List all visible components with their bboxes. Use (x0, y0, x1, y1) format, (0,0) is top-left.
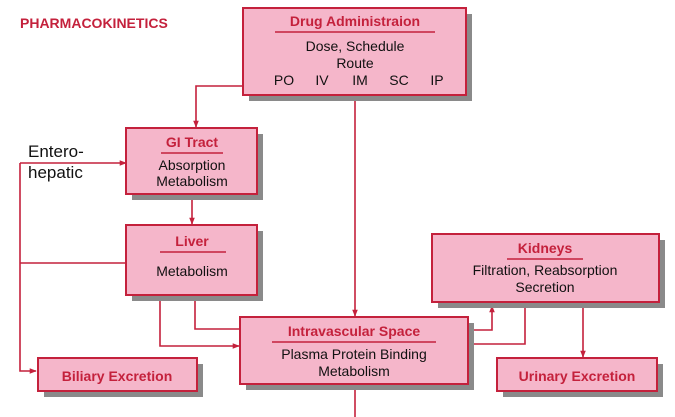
box-drug-administration: Drug Administraion Dose, Schedule Route … (242, 7, 472, 101)
kidneys-line1: Filtration, Reabsorption (473, 262, 618, 278)
route-iv: IV (315, 72, 329, 88)
enterohepatic-label-line1: Entero- (28, 142, 84, 161)
box-intravascular-space: Intravascular Space Plasma Protein Bindi… (239, 316, 474, 390)
route-sc: SC (389, 72, 408, 88)
drug-administration-line2: Route (336, 55, 374, 71)
box-urinary-excretion: Urinary Excretion (496, 357, 663, 397)
route-po: PO (274, 72, 294, 88)
biliary-excretion-label: Biliary Excretion (62, 368, 173, 384)
route-im: IM (352, 72, 368, 88)
connector-liver-to-intravascular (159, 300, 240, 349)
drug-administration-heading: Drug Administraion (290, 13, 420, 29)
kidneys-line2: Secretion (515, 279, 574, 295)
connector-drug-to-gi (193, 85, 243, 128)
urinary-excretion-label: Urinary Excretion (519, 368, 636, 384)
liver-line1: Metabolism (156, 263, 228, 279)
gi-tract-line1: Absorption (159, 157, 226, 173)
connector-intravascular-to-kidneys (466, 305, 495, 331)
box-gi-tract: GI Tract Absorption Metabolism (125, 127, 263, 200)
box-biliary-excretion: Biliary Excretion (37, 357, 203, 397)
route-ip: IP (430, 72, 443, 88)
enterohepatic-label-line2: hepatic (28, 163, 83, 182)
intravascular-line1: Plasma Protein Binding (281, 346, 427, 362)
gi-tract-heading: GI Tract (166, 134, 218, 150)
intravascular-line2: Metabolism (318, 363, 390, 379)
intravascular-heading: Intravascular Space (288, 323, 421, 339)
liver-heading: Liver (175, 233, 209, 249)
gi-tract-line2: Metabolism (156, 173, 228, 189)
kidneys-heading: Kidneys (518, 240, 573, 256)
drug-administration-line1: Dose, Schedule (306, 38, 405, 54)
connector-kidneys-to-intravascular (474, 302, 526, 345)
connector-enterohepatic-to-biliary (19, 163, 37, 374)
diagram-title: PHARMACOKINETICS (20, 15, 168, 31)
box-kidneys: Kidneys Filtration, Reabsorption Secreti… (431, 233, 665, 308)
connector-liver-intravascular-upper (194, 300, 240, 330)
box-liver: Liver Metabolism (125, 224, 263, 301)
